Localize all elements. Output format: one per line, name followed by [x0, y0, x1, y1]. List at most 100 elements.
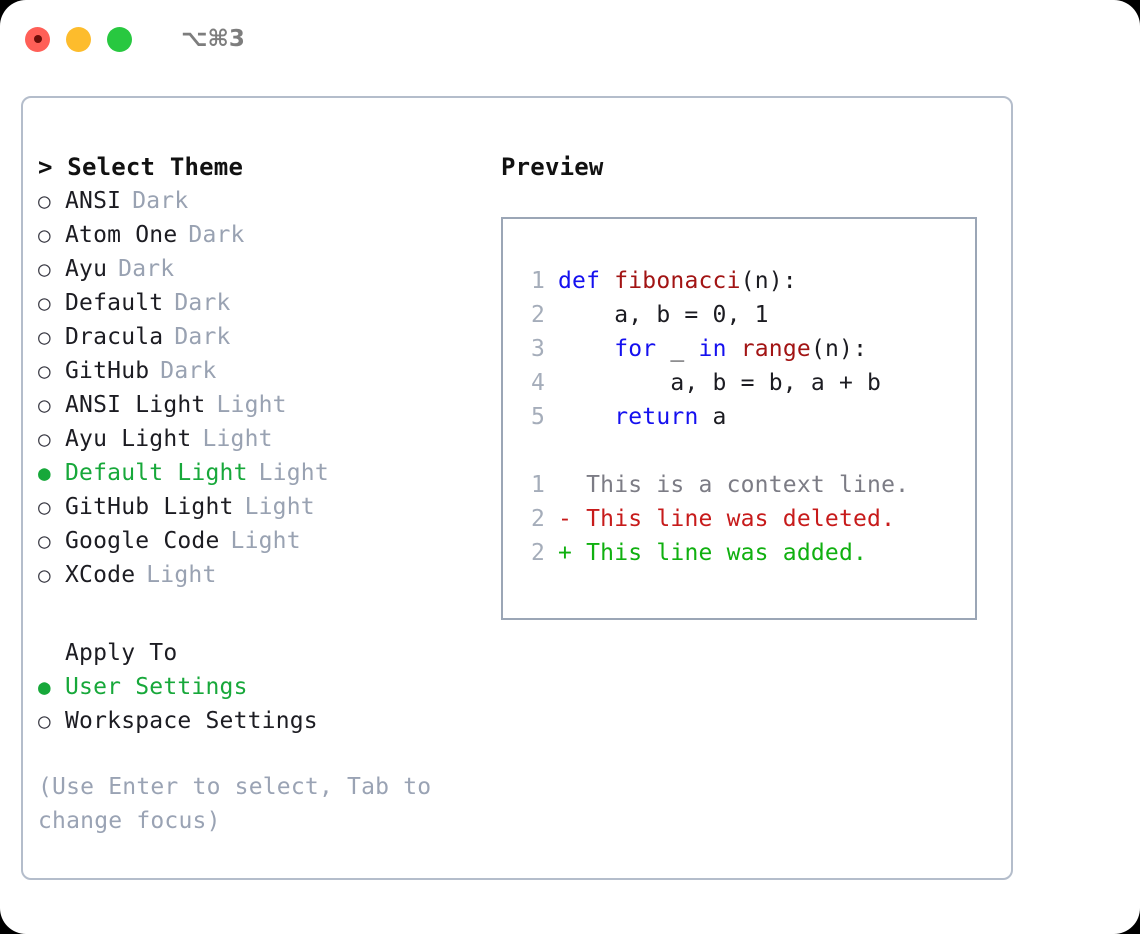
theme-mode-badge: Light — [244, 494, 315, 520]
theme-name: ANSI — [65, 188, 122, 214]
code-line: 2 a, b = 0, 1 — [517, 298, 975, 332]
theme-name: Dracula — [65, 324, 164, 350]
theme-mode-badge: Dark — [118, 256, 175, 282]
theme-mode-badge: Dark — [174, 290, 231, 316]
theme-mode-badge: Dark — [188, 222, 245, 248]
minimize-button[interactable] — [66, 26, 91, 52]
line-number: 3 — [530, 336, 545, 362]
code-token: range — [740, 336, 811, 362]
select-theme-header: > Select Theme — [38, 153, 244, 181]
diff-marker — [558, 468, 586, 502]
section-spacer — [38, 592, 493, 636]
theme-name: ANSI Light — [65, 392, 206, 418]
theme-mode-badge: Light — [202, 426, 273, 452]
theme-name: Default Light — [65, 460, 248, 486]
diff-sample: 1 This is a context line. 2- This line wa… — [517, 468, 975, 570]
code-token — [558, 400, 614, 434]
theme-name: Ayu — [65, 256, 108, 282]
radio-unselected-icon[interactable]: ○ — [38, 359, 51, 383]
theme-name: Ayu Light — [65, 426, 192, 452]
code-token: return — [614, 404, 699, 430]
radio-unselected-icon[interactable]: ○ — [38, 393, 51, 417]
radio-unselected-icon[interactable]: ○ — [38, 223, 51, 247]
window-controls — [25, 26, 132, 52]
line-number: 1 — [530, 472, 545, 498]
code-diff-spacer — [517, 434, 975, 468]
diff-text: This is a context line. — [586, 472, 910, 498]
theme-mode-badge: Dark — [132, 188, 189, 214]
theme-list-item[interactable]: ○ Atom One Dark — [38, 218, 493, 252]
diff-marker: - — [558, 506, 587, 532]
keyboard-hint: (Use Enter to select, Tab to change focu… — [38, 774, 432, 834]
code-token — [727, 332, 741, 366]
radio-unselected-icon[interactable]: ○ — [38, 427, 51, 451]
title-bar: ⌥⌘3 — [0, 0, 1140, 78]
theme-name: Atom One — [65, 222, 178, 248]
radio-unselected-icon[interactable]: ○ — [38, 529, 51, 553]
radio-unselected-icon[interactable]: ○ — [38, 325, 51, 349]
radio-selected-icon[interactable]: ● — [38, 675, 51, 699]
theme-name: XCode — [65, 562, 136, 588]
line-number: 1 — [530, 268, 545, 294]
code-token: a, b = b, a + b — [558, 370, 882, 396]
diff-text: This line was deleted. — [586, 506, 896, 532]
theme-name: GitHub — [65, 358, 150, 384]
theme-list-item[interactable]: ○ Google Code Light — [38, 524, 493, 558]
code-line: 4 a, b = b, a + b — [517, 366, 975, 400]
line-number: 5 — [530, 404, 545, 430]
apply-to-item[interactable]: ● User Settings — [38, 670, 493, 704]
theme-mode-badge: Light — [146, 562, 217, 588]
code-token: _ — [656, 336, 699, 362]
line-number: 2 — [530, 302, 545, 328]
code-token: in — [698, 336, 727, 362]
theme-mode-badge: Dark — [174, 324, 231, 350]
theme-mode-badge: Dark — [160, 358, 217, 384]
radio-unselected-icon[interactable]: ○ — [38, 291, 51, 315]
radio-unselected-icon[interactable]: ○ — [38, 563, 51, 587]
theme-name: Default — [65, 290, 164, 316]
theme-list-item[interactable]: ● Default Light Light — [38, 456, 493, 490]
theme-list-item[interactable]: ○ Default Dark — [38, 286, 493, 320]
radio-unselected-icon[interactable]: ○ — [38, 495, 51, 519]
theme-name: Google Code — [65, 528, 220, 554]
theme-mode-badge: Light — [258, 460, 329, 486]
code-token: for — [614, 336, 657, 362]
diff-text: This line was added. — [586, 540, 868, 566]
theme-list-item[interactable]: ○ GitHub Dark — [38, 354, 493, 388]
theme-list-item[interactable]: ○ Ayu Light Light — [38, 422, 493, 456]
radio-unselected-icon[interactable]: ○ — [38, 709, 51, 733]
code-line: 3 for _ in range(n): — [517, 332, 975, 366]
diff-line: 2+ This line was added. — [517, 536, 975, 570]
radio-unselected-icon[interactable]: ○ — [38, 189, 51, 213]
shortcut-label: ⌥⌘3 — [181, 26, 245, 52]
code-token — [558, 332, 614, 366]
diff-marker: + — [558, 540, 587, 566]
code-token: (n): — [810, 336, 868, 362]
diff-line: 2- This line was deleted. — [517, 502, 975, 536]
line-number: 4 — [530, 370, 545, 396]
code-token: a, b = 0, 1 — [558, 302, 769, 328]
maximize-button[interactable] — [107, 26, 132, 52]
theme-list-item[interactable]: ○ Dracula Dark — [38, 320, 493, 354]
theme-list-item[interactable]: ○ ANSI Dark — [38, 184, 493, 218]
theme-list-item[interactable]: ○ Ayu Dark — [38, 252, 493, 286]
apply-to-label: User Settings — [65, 674, 248, 700]
radio-selected-icon[interactable]: ● — [38, 461, 51, 485]
apply-to-list: ● User Settings ○Workspace Settings — [38, 670, 493, 738]
code-token: fibonacci — [614, 268, 741, 294]
apply-to-item[interactable]: ○Workspace Settings — [38, 704, 493, 738]
theme-list-item[interactable]: ○ XCode Light — [38, 558, 493, 592]
code-line: 5 return a — [517, 400, 975, 434]
radio-unselected-icon[interactable]: ○ — [38, 257, 51, 281]
close-button[interactable] — [25, 26, 50, 52]
theme-mode-badge: Light — [230, 528, 301, 554]
line-number: 2 — [530, 506, 545, 532]
preview-title: Preview — [501, 153, 604, 181]
